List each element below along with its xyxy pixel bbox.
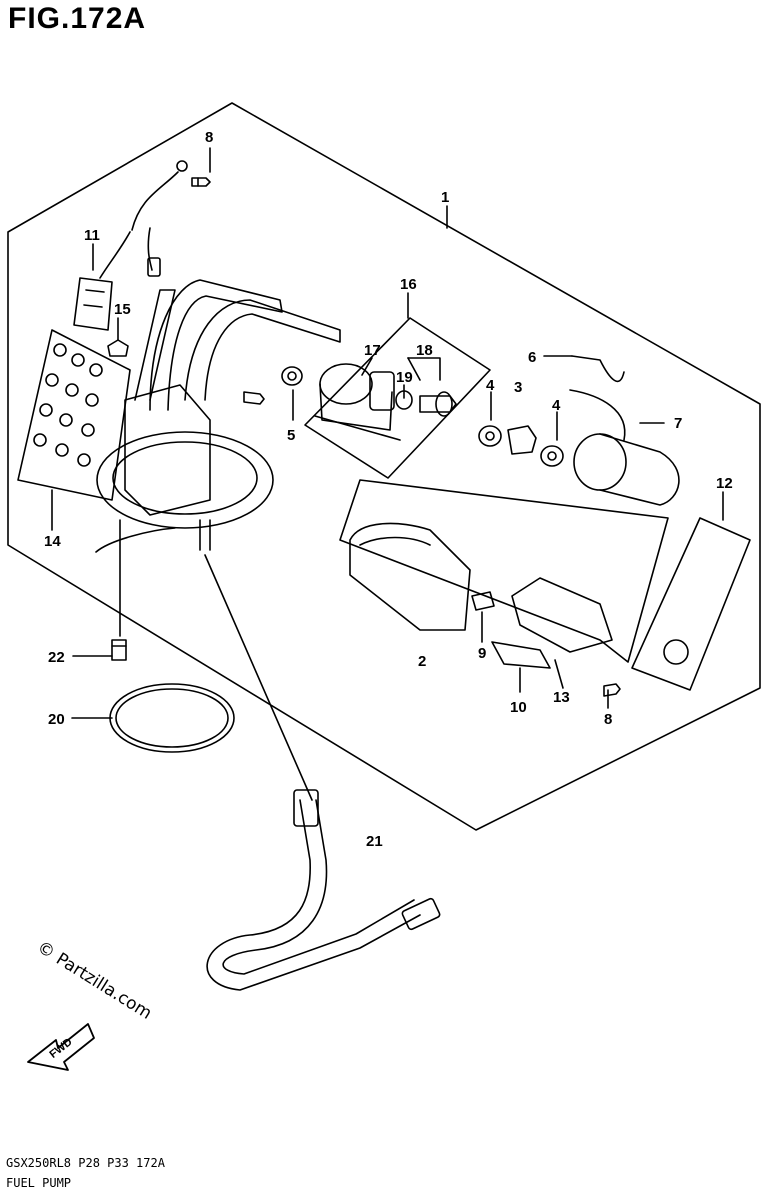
callout-19: 19 [396, 369, 413, 386]
callout-4b: 4 [552, 397, 561, 414]
fuel-hose-21 [206, 799, 421, 991]
subassembly-2-boundary [339, 479, 669, 663]
callout-18: 18 [416, 342, 433, 359]
assembly-boundary [7, 102, 761, 831]
footer-figure-name: FUEL PUMP [6, 1176, 72, 1190]
callout-14: 14 [44, 533, 61, 550]
callout-10: 10 [510, 699, 527, 716]
callout-13: 13 [553, 689, 570, 706]
footer-figure-code: GSX250RL8 P28 P33 172A [6, 1156, 165, 1170]
callout-20: 20 [48, 711, 65, 728]
o-ring-20 [109, 683, 235, 753]
callout-22: 22 [48, 649, 65, 666]
watermark: © Partzilla.com [33, 937, 155, 1023]
callout-6: 6 [528, 349, 536, 366]
cushion-14 [17, 329, 131, 501]
callout-15: 15 [114, 301, 131, 318]
fwd-arrow-icon: FWD [27, 1023, 95, 1071]
callout-3: 3 [514, 379, 522, 396]
callout-1: 1 [441, 189, 449, 206]
callout-2: 2 [418, 653, 426, 670]
callout-8b: 8 [604, 711, 612, 728]
callout-5: 5 [287, 427, 295, 444]
callout-9: 9 [478, 645, 486, 662]
callout-17: 17 [364, 342, 381, 359]
callout-21: 21 [366, 833, 383, 850]
callout-8a: 8 [205, 129, 213, 146]
callout-11: 11 [84, 227, 100, 244]
callout-16: 16 [400, 276, 417, 293]
callout-12: 12 [716, 475, 733, 492]
subassembly-16-boundary [304, 317, 491, 479]
figure-title: FIG.172A [8, 2, 147, 35]
callout-7: 7 [674, 415, 682, 432]
callout-4a: 4 [486, 377, 495, 394]
filter-12 [631, 517, 751, 691]
